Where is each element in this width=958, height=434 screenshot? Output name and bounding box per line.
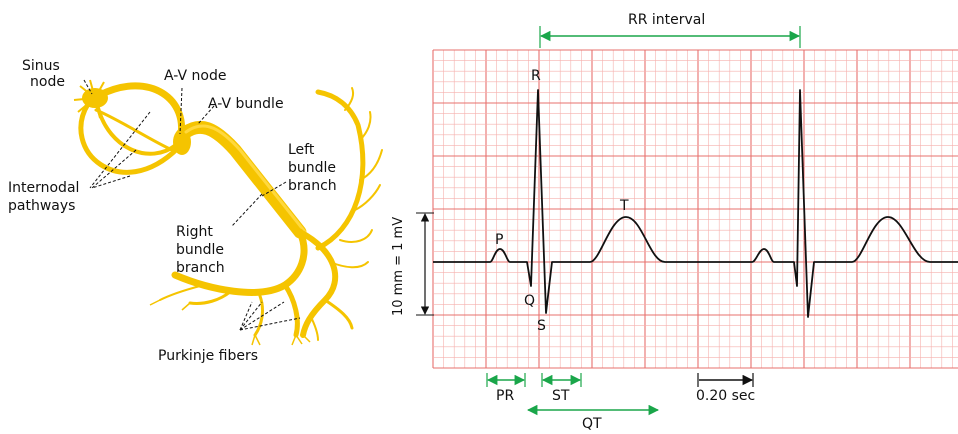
left-bundle-branch-label-line1: Left bbox=[288, 142, 315, 158]
conduction-system-illustration: Sinus node A-V node A-V bundle Left bund… bbox=[8, 58, 383, 364]
bundle-of-his-shape bbox=[175, 120, 307, 239]
p-wave-label: P bbox=[495, 232, 503, 248]
internodal-pathways-label-line2: pathways bbox=[8, 198, 75, 214]
q-wave-label: Q bbox=[524, 293, 535, 309]
av-node-label: A-V node bbox=[164, 68, 226, 84]
right-bundle-branch-label-line2: bundle bbox=[176, 242, 224, 258]
left-bundle-branch-label-line2: bundle bbox=[288, 160, 336, 176]
label-pointer-lines bbox=[83, 79, 301, 331]
amplitude-scale-label: 10 mm = 1 mV bbox=[391, 217, 406, 316]
av-bundle-label: A-V bundle bbox=[208, 96, 284, 112]
r-wave-label: R bbox=[531, 68, 541, 84]
right-bundle-branch-label-line3: branch bbox=[176, 260, 225, 276]
purkinje-fiber-tips bbox=[149, 299, 311, 346]
t-wave-label: T bbox=[619, 198, 629, 214]
st-interval-label: ST bbox=[552, 388, 570, 404]
purkinje-fibers-label: Purkinje fibers bbox=[158, 348, 258, 364]
sinus-node-label-line2: node bbox=[30, 74, 65, 90]
left-bundle-branch-shape bbox=[297, 87, 383, 341]
qt-interval-label: QT bbox=[582, 416, 602, 432]
ecg-trace bbox=[433, 89, 958, 318]
ecg-paper-grid bbox=[432, 49, 958, 369]
internodal-pathways-label-line1: Internodal bbox=[8, 180, 79, 196]
pr-interval-label: PR bbox=[496, 388, 514, 404]
s-wave-label: S bbox=[537, 318, 546, 334]
left-bundle-branch-label-line3: branch bbox=[288, 178, 337, 194]
right-bundle-branch-shape bbox=[159, 228, 308, 338]
ecg-panel: 10 mm = 1 mV P Q R S T RR interval PR ST… bbox=[391, 12, 958, 432]
right-bundle-branch-label-line1: Right bbox=[176, 224, 213, 240]
rr-interval-label: RR interval bbox=[628, 12, 705, 28]
sinus-node-label-line1: Sinus bbox=[22, 58, 60, 74]
internodal-pathway-shapes bbox=[78, 82, 185, 175]
time-scale-label: 0.20 sec bbox=[696, 388, 755, 404]
